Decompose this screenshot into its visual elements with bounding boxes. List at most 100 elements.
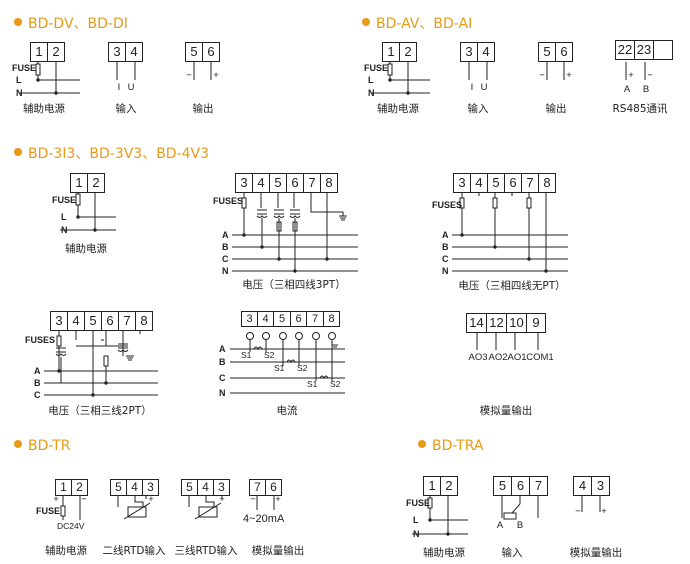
current-wiring [230,332,345,394]
phase-a-label: A [222,230,229,240]
terminal-7: 7 [306,311,324,327]
section-header-tr: BD-TR [14,438,70,454]
terminal-6: 6 [504,173,522,193]
fuse-label: FUSE [36,506,61,516]
fuse-label: FUSE [52,195,77,205]
neutral-n-label: N [222,266,229,276]
caption-analog-out: 模拟量输出 [569,547,623,559]
phase-a-label: A [34,366,41,376]
terminal-12: 12 [486,313,507,333]
section-header-dv-di: BD-DV、BD-DI [14,13,128,33]
bullet-dot [14,18,22,26]
minus-label: − [186,70,192,81]
phase-c-label: C [442,254,449,264]
dv-input-wiring [116,62,136,80]
phase-b-label: B [34,378,41,388]
terminal-6: 6 [265,479,282,496]
terminal-5: 5 [181,479,198,496]
terminal-5: 5 [493,476,512,496]
ao2-label: AO2 [488,352,508,363]
terminal-6: 6 [511,476,530,496]
av-rs485-wiring [625,62,646,80]
terminal-8: 8 [135,311,153,331]
terminal-5: 5 [185,42,203,62]
terminal-22: 22 [615,40,635,60]
caption-aux-power: 辅助电源 [23,103,65,115]
tr-aux-wiring [60,495,81,520]
fuse-label: FUSE [406,498,431,508]
terminal-6: 6 [286,173,304,193]
terminal-5: 5 [110,479,127,496]
plus-label: + [148,494,154,505]
caption-output: 输出 [192,103,214,115]
dv-output-wiring [193,62,212,80]
plus-label: + [213,70,219,81]
terminal-4: 4 [67,311,85,331]
v3w-2pt-wiring [44,330,158,397]
phase-b-label: B [442,242,449,252]
fuses-label: FUSES [432,200,463,210]
line-l-label: L [61,212,67,222]
phase-a-label: A [442,230,449,240]
ct-c-s2-label: S2 [330,379,341,389]
terminal-2: 2 [399,42,417,62]
terminal-3: 3 [460,42,478,62]
plus-label: + [566,70,572,81]
terminal-3: 3 [235,173,253,193]
terminal-1: 1 [382,42,400,62]
section-header-3i3-3v3-4v3: BD-3I3、BD-3V3、BD-4V3 [14,143,209,163]
caption-voltage-3w-2pt: 电压（三相三线2PT） [48,405,152,417]
tr-rtd3-wiring [188,495,223,520]
neutral-n-label: N [219,388,226,398]
plus-label: + [275,494,281,505]
tr-rtd2-wiring [117,495,151,520]
caption-current: 电流 [276,405,298,417]
terminal-6: 6 [555,42,573,62]
terminal-4: 4 [257,311,274,327]
caption-rtd2: 二线RTD输入 [102,545,166,557]
caption-aux-power: 辅助电源 [377,103,419,115]
terminal-4: 4 [252,173,270,193]
header-text: BD-TRA [432,438,484,454]
fuse-label: FUSE [364,63,389,73]
analog-out-wiring [476,331,539,350]
terminal-7: 7 [521,173,539,193]
terminal-4: 4 [477,42,495,62]
tr-analog-wiring [256,495,275,510]
header-text: BD-3I3、BD-3V3、BD-4V3 [28,146,210,162]
av-input-wiring [468,62,488,80]
terminal-3: 3 [453,173,471,193]
terminal-2: 2 [87,173,105,193]
current-range-label: 4~20mA [243,513,285,525]
ct-a-s2-label: S2 [264,350,275,360]
bullet-dot [362,18,370,26]
minus-label: − [250,494,256,505]
terminal-2: 2 [47,42,65,62]
phase-a-label: A [219,344,226,354]
terminal-5: 5 [538,42,556,62]
terminal-5: 5 [269,173,287,193]
line-n-label: N [61,225,68,235]
terminal-2: 2 [71,479,88,496]
header-text: BD-AV、BD-AI [376,16,473,32]
input-a-label: A [496,520,504,531]
terminal-3: 3 [50,311,68,331]
terminal-3: 3 [591,476,610,496]
line-n-label: N [413,529,420,539]
rs485-b-label: B [642,84,650,95]
phase-b-label: B [222,242,229,252]
terminal-4: 4 [126,479,143,496]
terminal-6: 6 [202,42,220,62]
bullet-dot [418,440,426,448]
av-output-wiring [546,62,565,80]
terminal-1: 1 [70,173,88,193]
terminal-8: 8 [538,173,556,193]
bullet-dot [14,440,22,448]
ct-b-s1-label: S1 [274,363,285,373]
ct-a-s1-label: S1 [241,350,252,360]
line-l-label: L [413,515,419,525]
terminal-23: 23 [634,40,654,60]
minus-label: − [647,70,653,81]
av-aux-wiring [372,62,430,95]
fuses-label: FUSES [25,335,56,345]
